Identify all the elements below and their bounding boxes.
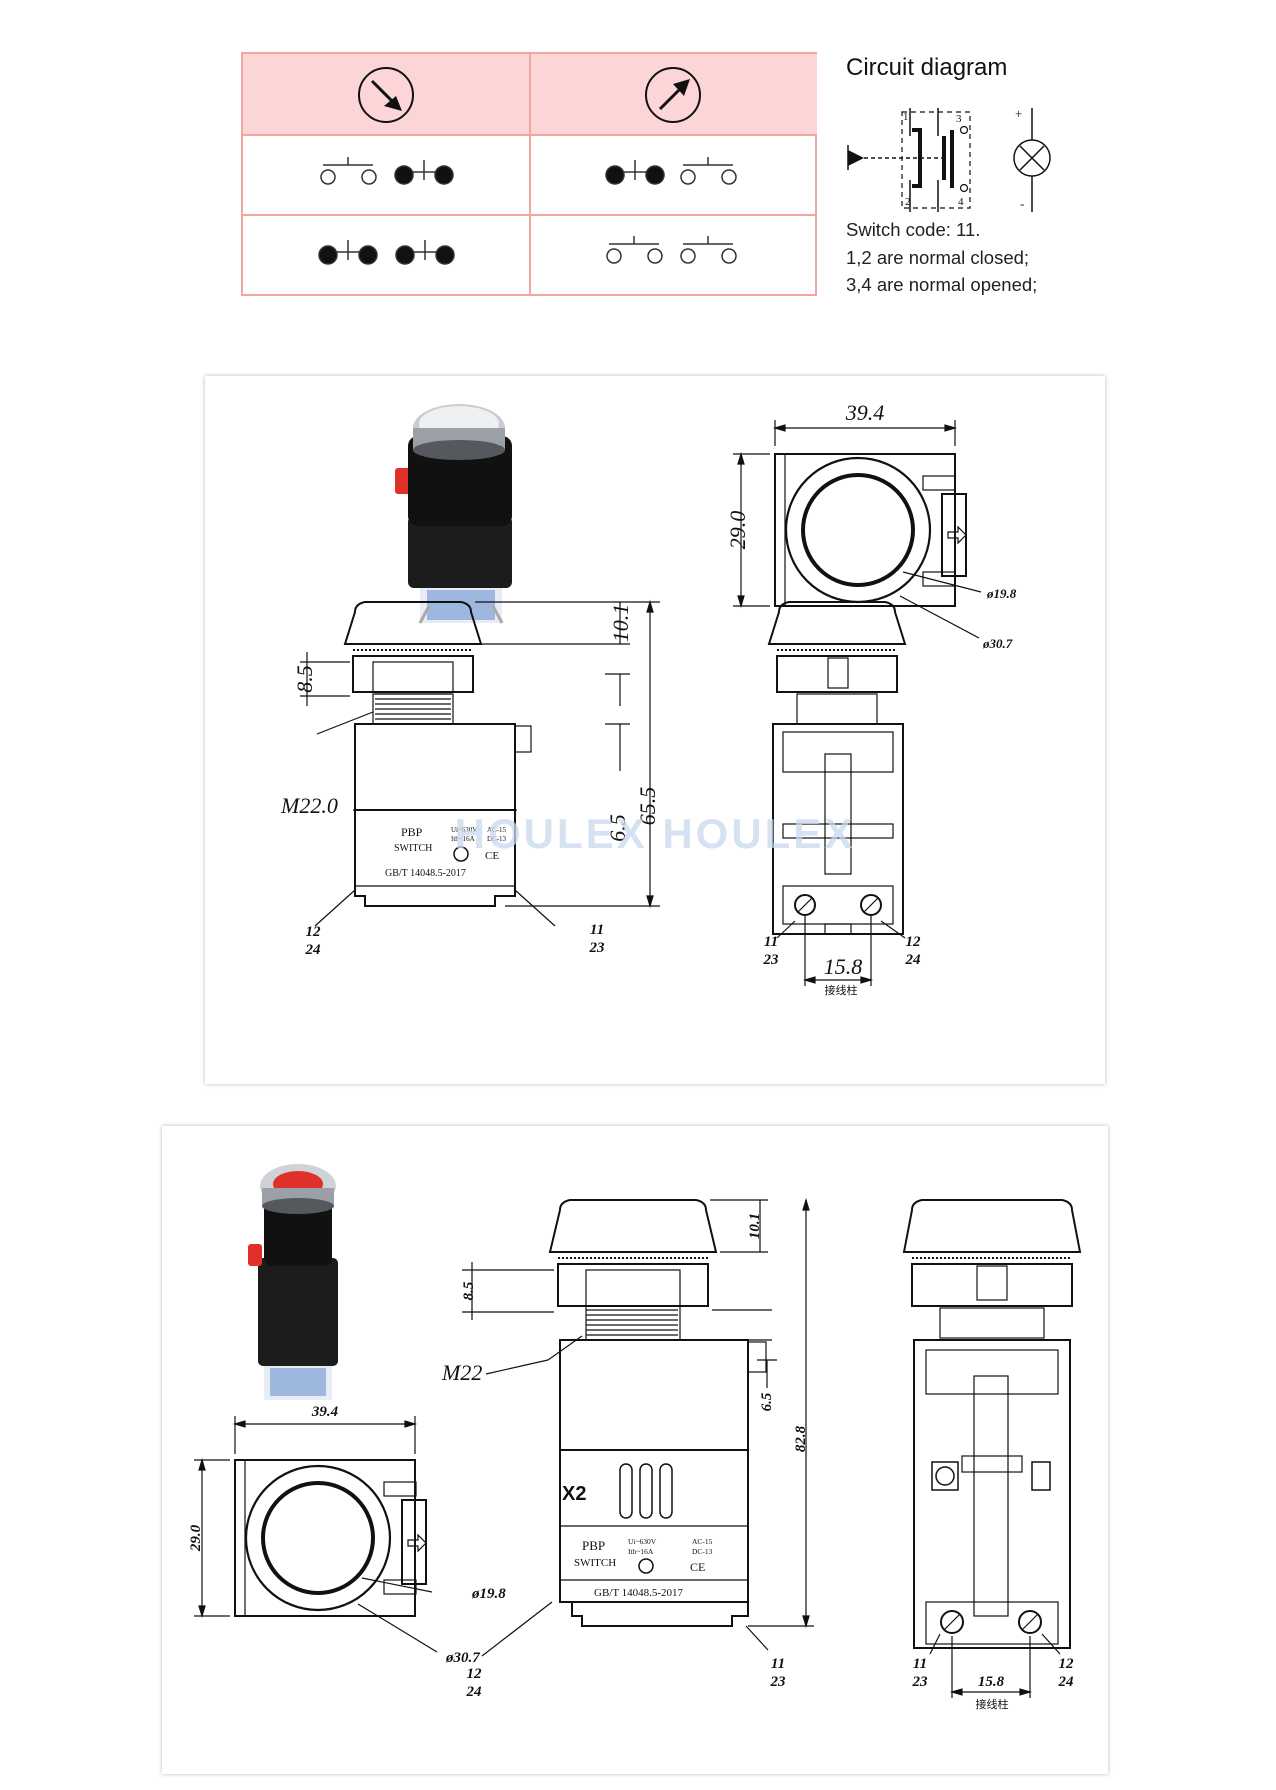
dim-thread: M22: [441, 1360, 482, 1385]
ce-mark: CE: [485, 850, 499, 862]
class-text: AC-15: [487, 826, 507, 834]
terminal-number: 11: [590, 922, 604, 938]
front-view-dimensions: [194, 1416, 438, 1653]
terminal-number: 24: [305, 942, 322, 958]
brand-text: PBP: [401, 825, 423, 839]
rear-view-dimensions: [929, 1633, 1061, 1698]
terminal-number: 11: [913, 1656, 927, 1672]
contact-symbols: [318, 240, 455, 265]
front-view: [234, 1459, 427, 1617]
dim-inner-diameter: ø19.8: [471, 1586, 506, 1602]
lamp-plus-label: +: [1015, 106, 1022, 121]
dim-terminal-pitch: 15.8: [824, 954, 863, 979]
switch-code-note: Switch code: 11.: [846, 219, 981, 240]
terminal-label: 2: [905, 196, 911, 208]
class-text: DC-13: [487, 835, 507, 843]
dim-height: 29.0: [725, 511, 750, 550]
side-view: [343, 601, 532, 907]
terminal-note: 接线柱: [976, 1697, 1009, 1711]
contact-symbols: [320, 157, 454, 185]
lamp-icon: [1013, 139, 1051, 177]
product-photo-chrome-button: [395, 404, 512, 624]
brand-text: SWITCH: [574, 1557, 616, 1569]
dim-bezel-height: 8.5: [461, 1281, 477, 1300]
rating-text: Ui~630V: [628, 1537, 657, 1546]
standard-text: GB/T 14048.5-2017: [385, 868, 466, 879]
ccc-mark-icon: [453, 846, 469, 862]
contact-symbols: [605, 157, 737, 185]
terminal-number: 12: [1059, 1656, 1075, 1672]
terminal-label: 1: [903, 111, 909, 123]
product-photo-red-button: [248, 1164, 338, 1400]
dim-width: 39.4: [311, 1404, 339, 1420]
rating-text: Ith~16A: [628, 1547, 654, 1556]
brand-text: PBP: [582, 1538, 605, 1553]
dim-clip: 6.5: [605, 814, 630, 842]
dim-head-height: 10.1: [608, 604, 633, 643]
circuit-schematic: 1 2 3 4 + -: [847, 106, 1051, 212]
dim-total-length: 82.8: [793, 1425, 809, 1452]
terminal-number: 24: [466, 1684, 483, 1700]
terminal-number: 23: [763, 952, 780, 968]
brand-text: SWITCH: [394, 843, 432, 854]
ccc-mark-icon: [638, 1558, 654, 1574]
terminal-number: 23: [770, 1674, 787, 1690]
rear-view: [902, 1199, 1082, 1649]
contact-symbols: [606, 236, 737, 264]
dim-clip: 6.5: [759, 1392, 775, 1411]
class-text: AC-15: [692, 1537, 713, 1546]
dim-total-length: 65.5: [635, 787, 660, 826]
normal-closed-note: 1,2 are normal closed;: [846, 247, 1030, 268]
terminal-number: 24: [905, 952, 922, 968]
side-view-dimensions: [462, 1197, 814, 1657]
dim-outer-diameter: ø30.7: [445, 1650, 480, 1666]
terminal-number: 11: [771, 1656, 785, 1672]
circuit-diagram-title: Circuit diagram: [846, 54, 1008, 81]
dim-inner-diameter: ø19.8: [986, 586, 1017, 601]
arrow-up-right-icon: [645, 67, 701, 123]
dim-head-height: 10.1: [747, 1213, 763, 1239]
rating-text: Ith~16A: [451, 835, 475, 843]
dimension-drawing-flush-button: 39.4 29.0 ø19.8 ø30.7: [205, 376, 1105, 1084]
front-view: [774, 453, 967, 607]
terminal-number: 24: [1058, 1674, 1075, 1690]
normal-opened-note: 3,4 are normal opened;: [846, 274, 1038, 295]
block-label: X2: [562, 1483, 586, 1505]
rear-view-dimensions: [776, 916, 906, 986]
terminal-number: 23: [589, 940, 606, 956]
terminal-number: 23: [912, 1674, 929, 1690]
side-view-dimensions: [300, 599, 660, 927]
terminal-note: 接线柱: [825, 983, 858, 997]
watermark: HOULEX HOULEX: [455, 810, 856, 857]
lamp-minus-label: -: [1020, 196, 1024, 211]
dim-bezel-height: 8.5: [292, 665, 317, 693]
terminal-label: 3: [956, 113, 962, 125]
ce-mark: CE: [690, 1560, 705, 1574]
rating-text: Ui~630V: [451, 826, 477, 834]
terminal-number: 12: [906, 934, 922, 950]
terminal-label: 4: [958, 196, 964, 208]
rear-view: [767, 601, 907, 935]
switch-state-table: [241, 52, 817, 296]
dimension-drawing-illuminated-button: 39.4 29.0 ø19.8 ø30.7: [162, 1126, 1108, 1774]
dim-height: 29.0: [188, 1524, 204, 1552]
side-view: [548, 1199, 767, 1627]
dim-terminal-pitch: 15.8: [978, 1674, 1005, 1690]
arrow-down-right-icon: [358, 67, 414, 123]
terminal-number: 12: [306, 924, 322, 940]
standard-text: GB/T 14048.5-2017: [594, 1587, 684, 1599]
dim-thread: M22.0: [280, 793, 338, 818]
front-view-dimensions: [733, 420, 982, 639]
dim-outer-diameter: ø30.7: [982, 636, 1013, 651]
terminal-number: 11: [764, 934, 778, 950]
class-text: DC-13: [692, 1547, 713, 1556]
dim-width: 39.4: [845, 400, 885, 425]
terminal-number: 12: [467, 1666, 483, 1682]
